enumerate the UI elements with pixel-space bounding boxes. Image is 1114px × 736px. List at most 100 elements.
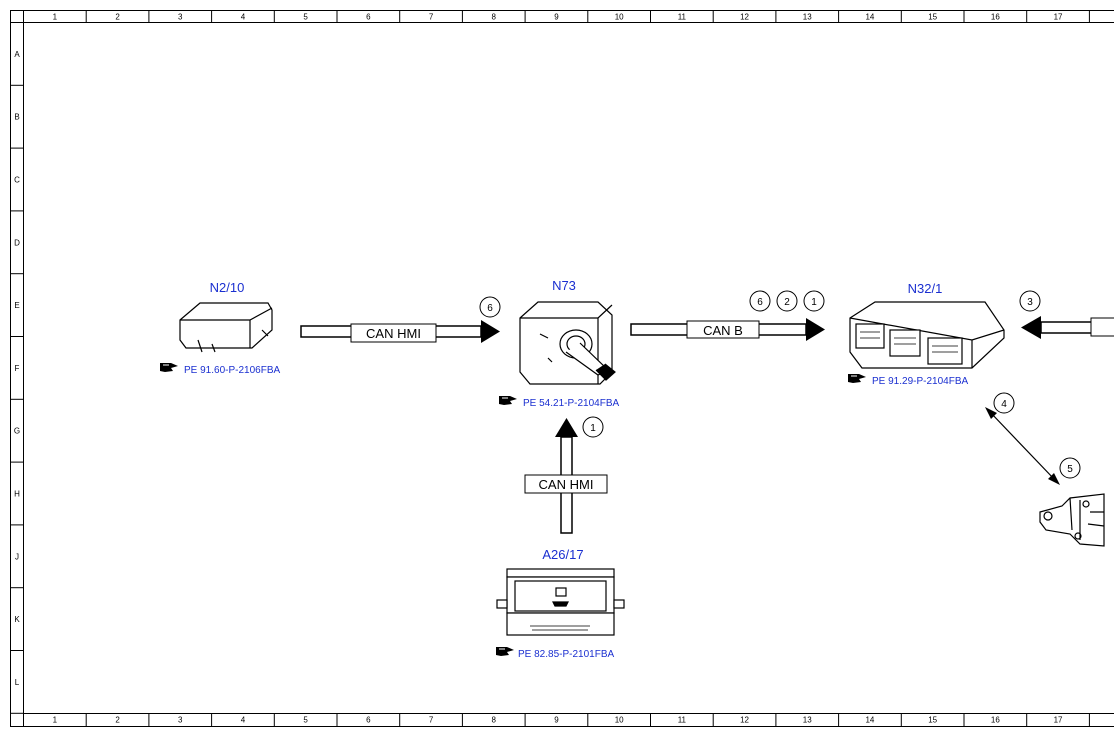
svg-text:1: 1 (590, 423, 596, 434)
ref-text-n32-1: PE 91.29-P-2104FBA (872, 376, 968, 387)
grid-column-label: 9 (554, 13, 559, 22)
grid-column-label: 17 (1054, 716, 1063, 725)
component-n32-1[interactable]: N32/1 PE 91.29-P-2104FBA (848, 281, 1005, 387)
component-label-n32-1: N32/1 (908, 281, 943, 296)
grid-column-label: 12 (740, 716, 749, 725)
marker-1: 1 (803, 290, 825, 312)
grid-column-label: 14 (865, 716, 874, 725)
pointing-hand-icon (160, 363, 178, 372)
frame-inner-border (23, 22, 1114, 714)
grid-column-label: 13 (803, 13, 812, 22)
component-label-n2-10: N2/10 (210, 280, 245, 295)
grid-row-label: H (14, 490, 20, 499)
grid-column-label: 17 (1054, 13, 1063, 22)
grid-column-label: 15 (928, 716, 937, 725)
svg-text:6: 6 (487, 303, 493, 314)
grid-column-label: 9 (554, 716, 559, 725)
grid-row-label: B (14, 113, 19, 122)
bus-can-hmi-n2-10-to-n73[interactable]: CAN HMI 6 (300, 296, 501, 343)
marker-4: 4 (993, 392, 1015, 414)
grid-column-label: 3 (178, 13, 183, 22)
grid-row-label: G (14, 427, 20, 436)
grid-row-label: D (14, 238, 20, 247)
grid-row-label: K (14, 615, 20, 624)
grid-column-label: 15 (928, 13, 937, 22)
grid-column-label: 11 (678, 716, 687, 725)
grid-column-label: 3 (178, 716, 183, 725)
grid-column-label: 14 (865, 13, 874, 22)
link-arrowhead-start (985, 407, 997, 419)
svg-text:4: 4 (1001, 399, 1007, 410)
grid-column-label: 11 (678, 13, 687, 22)
partial-component-right (1039, 493, 1105, 547)
grid-column-label: 10 (615, 716, 624, 725)
frame-outer-border (10, 10, 1114, 727)
bus-label-box (1090, 317, 1114, 337)
svg-text:1: 1 (811, 297, 817, 308)
grid-row-label: L (15, 678, 20, 687)
bus-label-box (686, 320, 760, 339)
bus-right-to-n32-1[interactable]: 3 (1019, 290, 1114, 339)
pointing-hand-icon (499, 396, 517, 405)
grid-column-label: 12 (740, 13, 749, 22)
bus-label-box (350, 323, 437, 343)
marker-1: 1 (582, 416, 604, 438)
grid-column-label: 10 (615, 13, 624, 22)
grid-column-label: 13 (803, 716, 812, 725)
grid-column-label: 1 (53, 13, 58, 22)
ignition-switch-n73-icon (519, 301, 616, 385)
component-n73[interactable]: N73 PE 54.21-P-2104FBA (499, 278, 619, 409)
ref-text-n73: PE 54.21-P-2104FBA (523, 398, 619, 409)
grid-column-label: 8 (492, 716, 497, 725)
grid-column-label: 5 (303, 716, 308, 725)
ref-n2-10[interactable]: PE 91.60-P-2106FBA (160, 363, 280, 376)
grid-column-label: 6 (366, 13, 371, 22)
grid-row-label: A (14, 50, 20, 59)
bus-can-b-n73-to-n32-1[interactable]: CAN B 6 2 1 (630, 290, 825, 341)
bus-can-hmi-a26-17-to-n73[interactable]: CAN HMI 1 (524, 416, 608, 534)
bus-arrowhead (806, 318, 825, 341)
grid-row-label: F (15, 364, 20, 373)
link-line (989, 411, 1056, 481)
control-unit-n32-1-icon (849, 301, 1005, 369)
bus-label: CAN HMI (539, 477, 594, 492)
ref-n32-1[interactable]: PE 91.29-P-2104FBA (848, 374, 968, 387)
grid-column-label: 16 (991, 716, 1000, 725)
grid-column-label: 2 (115, 13, 120, 22)
bus-arrowhead (1021, 316, 1041, 339)
component-n2-10[interactable]: N2/10 PE 91.60-P-2106FBA (160, 280, 280, 376)
grid-column-label: 4 (241, 716, 246, 725)
bus-label-box (524, 474, 608, 494)
pointing-hand-icon (848, 374, 866, 383)
bus-label: CAN B (703, 323, 743, 338)
marker-5: 5 (1059, 457, 1081, 479)
grid-column-label: 7 (429, 716, 434, 725)
grid-column-label: 5 (303, 13, 308, 22)
marker-3: 3 (1019, 290, 1041, 312)
component-label-a26-17: A26/17 (542, 547, 583, 562)
ref-a26-17[interactable]: PE 82.85-P-2101FBA (496, 647, 614, 660)
ref-n73[interactable]: PE 54.21-P-2104FBA (499, 396, 619, 409)
marker-2: 2 (776, 290, 798, 312)
svg-text:5: 5 (1067, 464, 1073, 475)
component-a26-17[interactable]: A26/17 PE 82.85-P-2101FBA (496, 547, 625, 660)
grid-column-label: 7 (429, 13, 434, 22)
grid-column-label: 1 (53, 716, 58, 725)
link-arrowhead-end (1048, 473, 1060, 485)
grid-column-label: 16 (991, 13, 1000, 22)
component-label-n73: N73 (552, 278, 576, 293)
marker-6: 6 (749, 290, 771, 312)
link-n32-1-to-right-component[interactable]: 4 5 (985, 392, 1081, 485)
svg-text:3: 3 (1027, 297, 1033, 308)
pointing-hand-icon (496, 647, 514, 656)
grid-column-label: 8 (492, 13, 497, 22)
bus-arrowhead (481, 320, 500, 343)
grid-row-label: J (15, 552, 19, 561)
head-unit-a26-17-icon (496, 568, 625, 636)
ref-text-n2-10: PE 91.60-P-2106FBA (184, 365, 280, 376)
svg-text:6: 6 (757, 297, 763, 308)
